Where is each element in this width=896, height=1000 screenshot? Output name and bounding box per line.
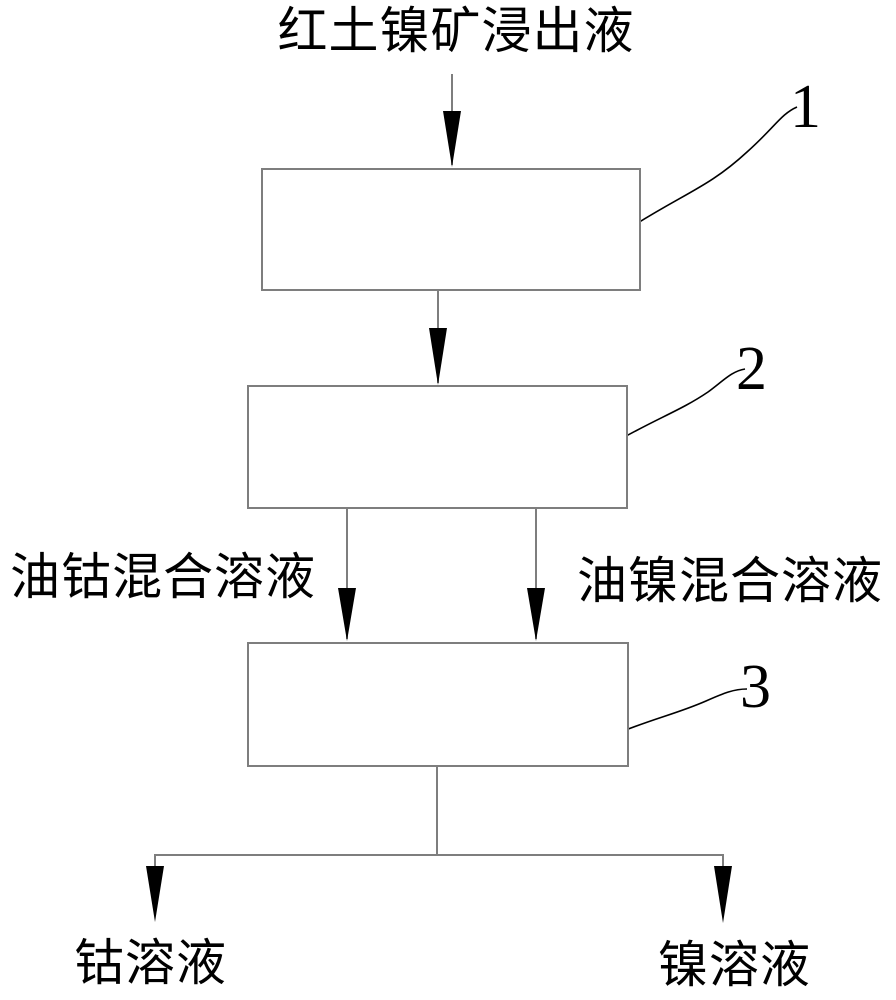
cobalt-solution-label: 钴溶液 — [74, 935, 227, 991]
leader-line-ref1 — [624, 106, 798, 232]
oil-cobalt-mixture-label: 油钴混合溶液 — [10, 549, 316, 605]
outlet-branch-lines — [155, 767, 723, 856]
ref-numeral-3: 3 — [740, 653, 771, 721]
leader-line-ref2 — [609, 368, 746, 446]
arrow-box2-left-to-box3 — [338, 509, 356, 641]
ref-numeral-2: 2 — [736, 335, 767, 403]
process-box-2 — [247, 385, 628, 509]
process-box-1 — [261, 168, 641, 291]
input-stream-label: 红土镍矿浸出液 — [277, 3, 635, 59]
arrow-box2-right-to-box3 — [527, 509, 545, 641]
oil-nickel-mixture-label: 油镍混合溶液 — [577, 553, 883, 609]
arrow-outlet-left — [146, 854, 164, 922]
process-box-3 — [247, 642, 629, 767]
arrow-outlet-right — [714, 854, 732, 923]
arrow-input-to-box1 — [443, 74, 461, 167]
arrow-box1-to-box2 — [429, 291, 447, 385]
ref-numeral-1: 1 — [790, 73, 821, 141]
nickel-solution-label: 镍溶液 — [658, 937, 811, 993]
